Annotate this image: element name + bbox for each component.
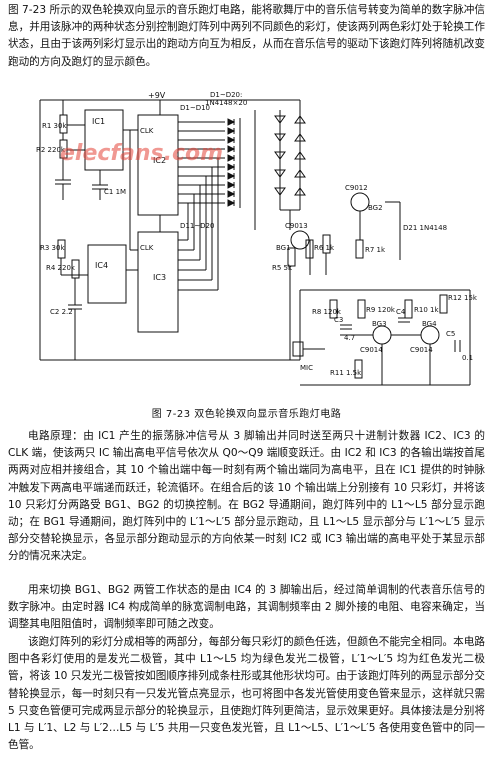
intro-paragraph: 图 7-23 所示的双色轮换双向显示的音乐跑灯电路，能将歌舞厅中的音乐信号转变为… [8,4,485,68]
r12-label: R12 15k [448,294,478,302]
r1-label: R1 30k [42,122,67,130]
ic3-chip [137,231,179,333]
diode-array [227,118,236,207]
diode-note-2: 1N4148×20 [205,99,247,107]
ic3-label: IC3 [153,273,166,282]
c5-label: C5 [446,330,455,338]
c9014b-label: C9014 [410,346,433,354]
switch-paragraph: 用来切换 BG1、BG2 两管工作状态的是由 IC4 的 3 脚输出后，经过简单… [8,584,485,631]
figure-caption: 图 7-23 双色轮换双向显示音乐跑灯电路 [151,409,342,420]
bg3-label: BG3 [372,320,387,328]
r5-label: R5 5k [272,264,293,272]
led-array [274,115,306,196]
ic3-clk: CLK [140,244,154,252]
r6-label: R6 1k [314,244,335,252]
c9014a-label: C9014 [360,346,383,354]
r2-label: R2 220k [36,146,66,154]
ic2-clk: CLK [140,127,154,135]
ic4-chip [87,244,127,304]
bg2-label: BG2 [368,204,383,212]
cap-value-4-7: 4.7 [344,334,355,342]
mic-label: MIC [300,364,313,372]
cap-value-0-1: 0.1 [462,354,473,362]
bg1-label: BG1 [276,244,291,252]
ic4-label: IC4 [95,261,108,270]
c9013-label: C9013 [285,222,308,230]
c9012-label: C9012 [345,184,368,192]
ic1-chip [84,109,124,171]
c2-label: C2 2.2 [50,308,73,316]
r3-label: R3 30k [40,244,65,252]
r10-label: R10 1k [414,306,439,314]
diode-range-mid: D11~D20 [180,222,214,230]
diode-range-top: D1~D10 [180,104,210,112]
principle-paragraph: 电路原理：由 IC1 产生的振荡脉冲信号从 3 脚输出并同时送至两只十进制计数器… [8,430,485,563]
circuit-diagram: IC1 IC2 IC3 IC4 +9V D1~D10 D11~D20 D1~D2… [36,91,478,386]
r9-label: R9 120k [366,306,396,314]
bg4-label: BG4 [422,320,437,328]
d21-label: D21 1N4148 [403,224,447,232]
ic2-label: IC2 [153,156,166,165]
vcc-label: +9V [148,91,166,100]
ic1-label: IC1 [92,117,105,126]
c4-label: C4 [396,308,406,316]
r11-label: R11 1.5k [330,369,362,377]
watermark: elecfans.com [60,141,223,166]
r8-label: R8 120k [312,308,342,316]
c1-label: C1 1M [104,188,126,196]
diode-note-1: D1~D20: [210,91,242,99]
r7-label: R7 1k [365,246,386,254]
r4-label: R4 220k [46,264,76,272]
c3-label: C3 [334,316,343,324]
led-paragraph: 该跑灯阵列的彩灯分成相等的两部分，每部分每只彩灯的颜色任选，但颜色不能完全相同。… [8,636,485,752]
ic2-chip [137,114,179,216]
